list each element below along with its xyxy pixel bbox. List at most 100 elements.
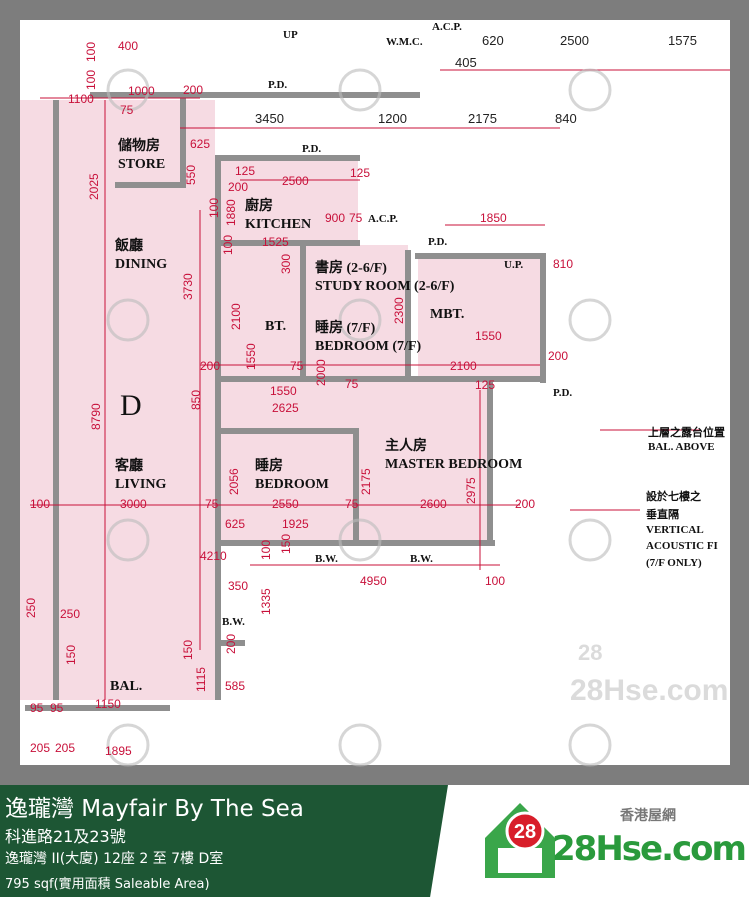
dimension-label: 585 [225,679,245,693]
dimension-label: 200 [548,349,568,363]
note-text: 垂直隔 [646,507,679,521]
room-name-en: BAL. [110,679,142,694]
dimension-label: 205 [55,741,75,755]
watermark-badge-icon [568,518,612,562]
fixture-label: A.C.P. [368,213,398,225]
watermark-badge-icon [568,298,612,342]
dimension-label: 150 [64,645,78,665]
room-name-en: KITCHEN [245,217,311,232]
room-name-cn: 睡房 [255,457,283,474]
dimension-label: 200 [224,634,238,654]
watermark-badge-icon [568,68,612,112]
dimension-label: 200 [228,180,248,194]
dimension-label: 100 [84,42,98,62]
fixture-labels: UPW.M.C.A.C.P.P.D.P.D.A.C.P.P.D.U.P.P.D.… [222,21,572,628]
room-name-en: BT. [265,319,286,334]
watermark-badge-icon [106,68,150,112]
dimension-label: 1000 [128,84,155,98]
dimension-label: 2100 [450,359,477,373]
dimension-label: 1150 [95,697,121,711]
dimension-label: 2500 [282,174,309,188]
dimension-label: 125 [475,378,495,392]
top-dimension: 405 [455,55,477,70]
top-dimension: 620 [482,33,504,48]
room-name-en: STORE [118,157,165,172]
fixture-label: B.W. [410,553,433,565]
dimension-label: 1525 [262,235,289,249]
note-text: 上層之露台位置 [648,425,725,439]
dimension-label: 8790 [89,403,103,430]
dimension-label: 350 [228,579,248,593]
dimension-label: 810 [553,257,573,271]
room-name-en: LIVING [115,477,166,492]
dimension-label: 75 [345,377,359,391]
note-text: BAL. ABOVE [648,441,715,453]
dimension-label: 75 [205,497,219,511]
dimension-label: 75 [290,359,304,373]
dimension-label: 2000 [314,359,328,386]
dimension-label: 1895 [105,744,132,758]
dimension-label: 2025 [87,173,101,200]
fixture-label: P.D. [553,387,572,399]
dimension-label: 100 [84,70,98,90]
room-name-en: MBT. [430,307,464,322]
dimension-label: 150 [181,640,195,660]
watermark-badge-icon [106,518,150,562]
brand-chinese-name: 香港屋網 [620,808,676,824]
room-name-cn: 主人房 [385,437,427,454]
dimension-label: 1550 [475,329,502,343]
dimension-label: 2056 [227,468,241,495]
room-name-cn: 睡房 (7/F) [315,319,376,336]
walls [25,92,546,711]
fixture-label: B.W. [315,553,338,565]
top-dimension: 2175 [468,111,497,126]
brand-name[interactable]: 28Hse.com [552,829,747,869]
dimension-label: 1880 [224,199,238,226]
fixture-label: P.D. [268,79,287,91]
logo-badge-text: 28 [514,821,536,843]
property-info-panel: 逸瓏灣 Mayfair By The Sea 科進路21及23號 逸瓏灣 II(… [0,785,448,897]
dimension-label: 95 [30,701,44,715]
dimension-label: 100 [485,574,505,588]
dimension-label: 3730 [181,273,195,300]
dimension-label: 2100 [229,303,243,330]
fixture-label: B.W. [222,616,245,628]
dimension-label: 250 [60,607,80,621]
room-name-cn: 儲物房 [117,137,160,154]
note-text: VERTICAL [646,524,704,536]
dimension-label: 125 [235,164,255,178]
dimension-label: 550 [184,165,198,185]
watermark-badge-text: 28 [578,640,602,665]
brand-logo-house-icon: 28 [485,803,555,878]
watermark-badge-icon [568,723,612,767]
room-name-cn: 廚房 [245,197,273,214]
unit-description: 逸瓏灣 II(大廈) 12座 2 至 7樓 D室 [5,851,224,867]
watermark-badge-icon [338,518,382,562]
fixture-label: A.C.P. [432,21,462,33]
watermark-badge-icon [338,68,382,112]
room-name-cn: 書房 (2-6/F) [315,259,387,276]
watermark-badge-icon [338,723,382,767]
watermark-badge-icon [106,298,150,342]
property-address: 科進路21及23號 [5,827,126,846]
fixture-label: UP [283,29,298,41]
dimension-label: 1850 [480,211,507,225]
dimension-label: 2175 [359,468,373,495]
dimension-label: 100 [207,198,221,218]
room-name-cn: 客廳 [114,457,143,474]
room-name-en: BEDROOM (7/F) [315,339,421,354]
dimension-label: 100 [221,235,235,255]
top-dimension: 2500 [560,33,589,48]
note-text: ACOUSTIC FI [646,540,718,552]
dimension-label: 1115 [194,667,208,692]
dimension-label: 1550 [244,343,258,370]
top-dimension: 1200 [378,111,407,126]
watermark-badge-icon [106,723,150,767]
dimension-lines [30,69,730,700]
note-text: (7/F ONLY) [646,557,702,569]
top-dimension: 840 [555,111,577,126]
dimension-label: 75 [120,103,134,117]
dimension-label: 2550 [272,497,299,511]
